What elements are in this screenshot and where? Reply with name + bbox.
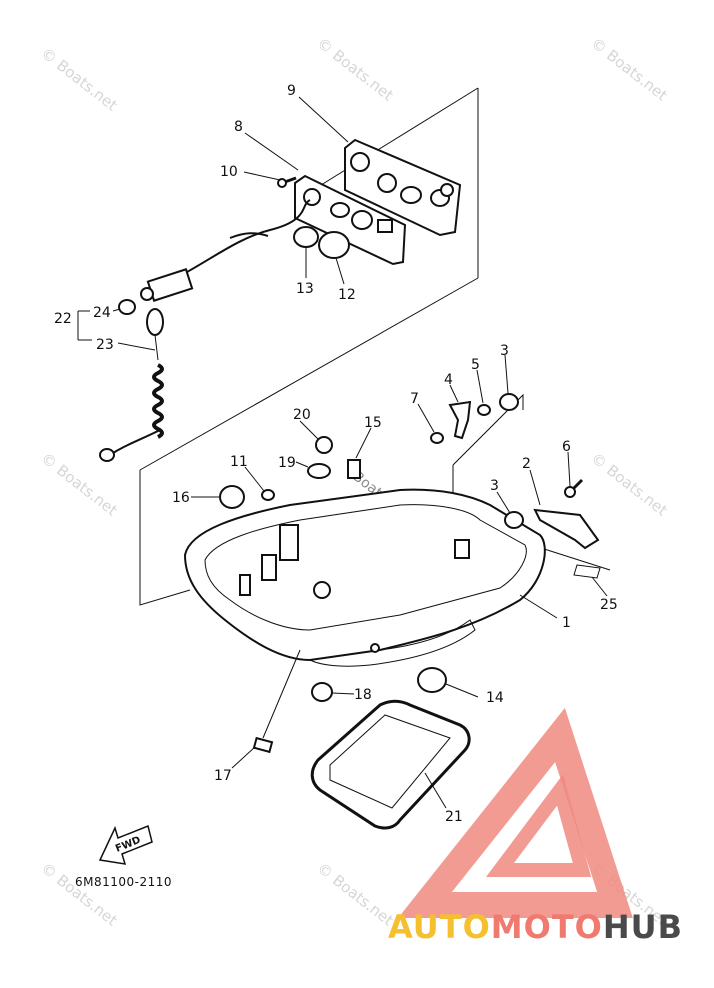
callout-7: 7	[410, 391, 419, 407]
callout-14: 14	[486, 690, 504, 706]
callout-2: 2	[522, 456, 531, 472]
callout-12: 12	[338, 287, 356, 303]
callout-22: 22	[54, 311, 72, 327]
logo-triangle-inner	[486, 774, 592, 877]
callout-23: 23	[96, 337, 114, 353]
fwd-arrow: FWD	[98, 824, 153, 865]
callout-10: 10	[220, 164, 238, 180]
callout-19: 19	[278, 455, 296, 471]
watermark: © Boats.net	[38, 44, 121, 115]
watermark: © Boats.net	[314, 34, 397, 105]
group-boundary-upper	[139, 87, 479, 606]
leader-lines	[77, 96, 608, 809]
callout-1: 1	[562, 615, 571, 631]
brand-logo: AUTOMOTOHUB	[388, 707, 683, 946]
callout-16: 16	[172, 490, 190, 506]
logo-triangle-outer	[398, 707, 633, 918]
stop-switch-harness	[99, 199, 311, 462]
callout-25: 25	[600, 597, 618, 613]
brand-moto: MOTO	[491, 908, 603, 946]
callout-9: 9	[287, 83, 296, 99]
callout-21: 21	[445, 809, 463, 825]
callout-15: 15	[364, 415, 382, 431]
callout-3: 3	[490, 478, 499, 494]
screw	[277, 176, 297, 188]
callout-4: 4	[444, 372, 453, 388]
callout-24: 24	[93, 305, 111, 321]
watermark: © Boats.net	[314, 859, 397, 930]
brand-hub: HUB	[603, 908, 683, 946]
callout-5: 5	[471, 357, 480, 373]
brand-wordmark: AUTOMOTOHUB	[388, 908, 683, 946]
control-panel-cover	[344, 138, 462, 237]
diagram-code: 6M81100-2110	[75, 875, 172, 889]
callout-6: 6	[562, 439, 571, 455]
callouts: 1 2 3 3 4 5 6 7 8 9 10 11 12 13 14 15 16…	[54, 83, 618, 825]
callout-17: 17	[214, 768, 232, 784]
watermark: © Boats.net	[588, 34, 671, 105]
callout-13: 13	[296, 281, 314, 297]
plug-caps	[293, 226, 350, 259]
callout-8: 8	[234, 119, 243, 135]
watermark: © Boats.net	[588, 449, 671, 520]
control-panel-plate	[294, 174, 407, 266]
watermark: © Boats.net	[38, 859, 121, 930]
bottom-cowling	[183, 488, 546, 667]
small-parts	[219, 393, 601, 830]
brand-auto: AUTO	[388, 908, 491, 946]
callout-18: 18	[354, 687, 372, 703]
callout-11: 11	[230, 454, 248, 470]
callout-20: 20	[293, 407, 311, 423]
callout-3: 3	[500, 343, 509, 359]
